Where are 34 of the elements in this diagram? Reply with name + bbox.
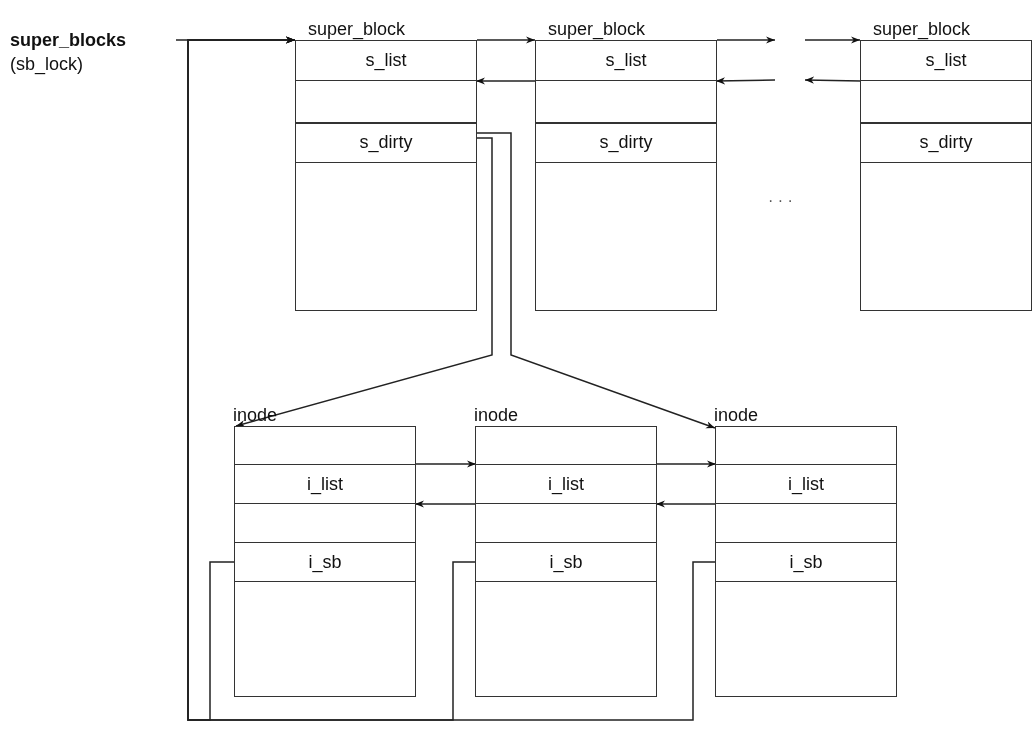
struct-field: i_list [235,464,415,504]
pointer-arrow [414,460,477,468]
pointer-arrow [655,460,717,468]
variable-name: super_blocks [10,29,128,52]
pointer-arrow [804,36,861,44]
struct-field: i_list [716,464,896,504]
struct-field: i_list [476,464,656,504]
struct-field: s_list [536,40,716,81]
pointer-arrow [715,77,776,85]
pointer-arrow [476,36,536,44]
struct-title: super_block [308,19,406,39]
struct-field: s_dirty [861,122,1031,163]
pointer-arrow [235,137,493,428]
struct-title: super_block [873,19,971,39]
struct-field: i_sb [716,542,896,582]
pointer-arrow [655,500,717,508]
pointer-arrow [187,36,717,721]
struct-field: s_list [861,40,1031,81]
struct-title: inode [714,405,759,425]
pointer-arrow [804,76,862,84]
struct-field: i_sb [235,542,415,582]
struct-title: inode [233,405,278,425]
struct-field: i_sb [476,542,656,582]
pointer-arrow [475,132,716,429]
ellipsis-label: · · · [768,192,793,210]
pointer-arrow [475,77,537,85]
lock-name: (sb_lock) [10,53,85,76]
struct-title: super_block [548,19,646,39]
struct-field: s_list [296,40,476,81]
struct-field: s_dirty [296,122,476,163]
struct-title: inode [474,405,519,425]
pointer-arrow [716,36,776,44]
pointer-arrow [414,500,477,508]
struct-field: s_dirty [536,122,716,163]
